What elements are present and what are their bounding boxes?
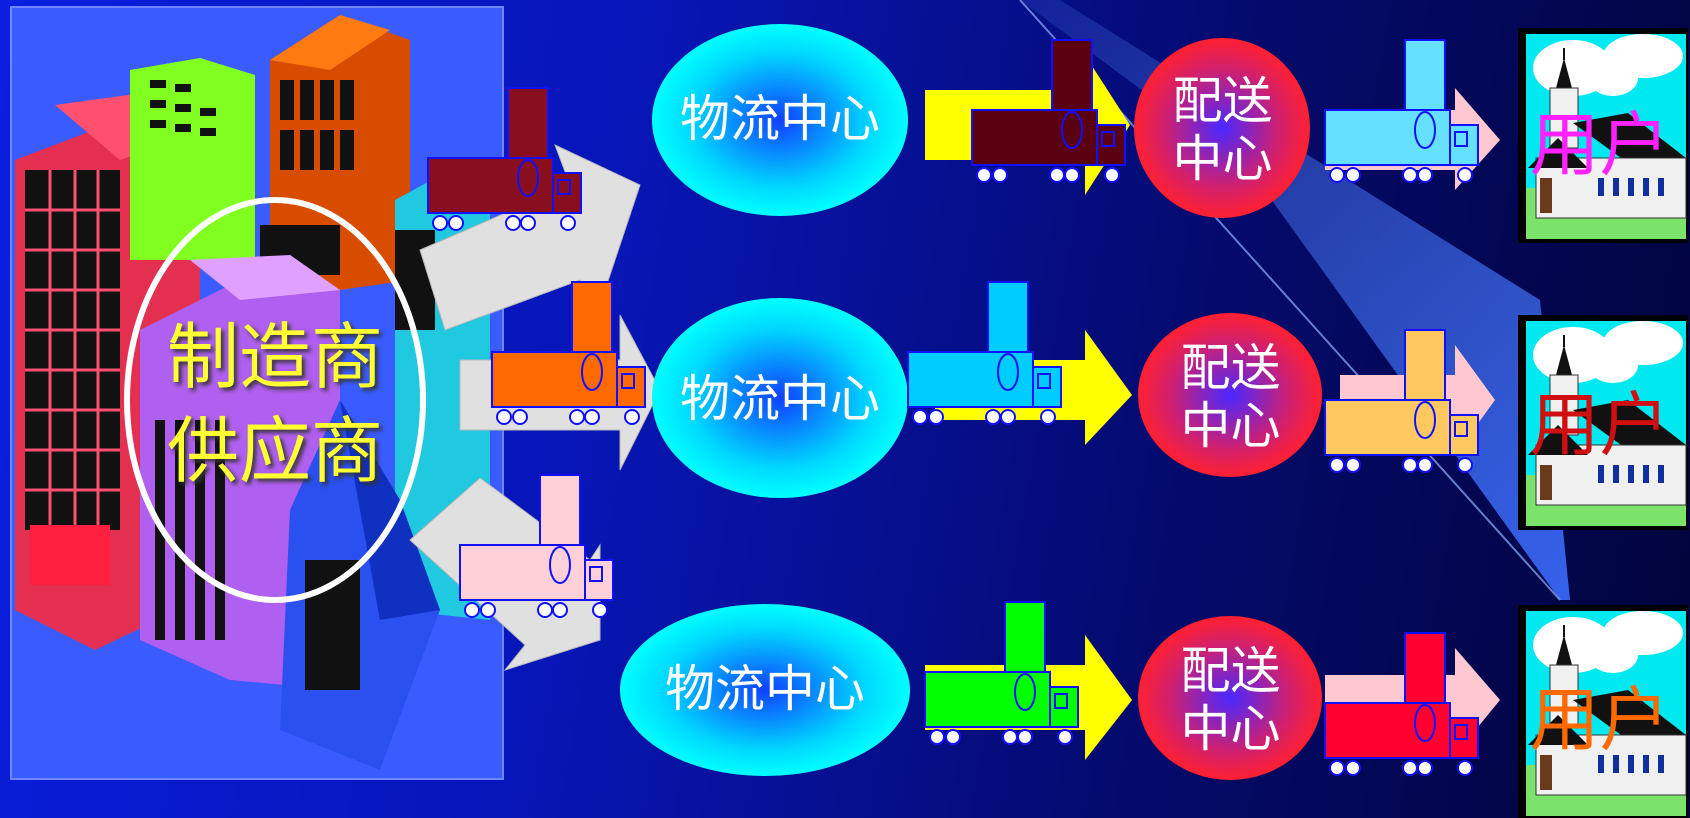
- truck-maroon-1-icon: [427, 87, 582, 231]
- truck-lightblue-icon: [1324, 39, 1479, 183]
- distribution-center-label-1: 配送 中心: [1172, 72, 1273, 188]
- distribution-center-label-2: 配送 中心: [1180, 339, 1281, 455]
- user-label-2: 用户: [1529, 383, 1670, 466]
- logistics-oval-1: [652, 24, 908, 216]
- distribution-circle-3: [1138, 616, 1322, 780]
- truck-gold-icon: [1324, 329, 1479, 473]
- user-label-3: 用户: [1529, 678, 1670, 761]
- logistics-center-label-3: 物流中心: [665, 660, 865, 719]
- distribution-center-label-3: 配送 中心: [1180, 642, 1281, 758]
- truck-cyan-1-icon: [907, 281, 1062, 425]
- manufacturer-supplier-label: 制造商 供应商: [135, 300, 415, 510]
- logistics-center-label-2: 物流中心: [680, 370, 880, 429]
- supplier-label: 供应商: [166, 409, 383, 493]
- user-label-1: 用户: [1529, 103, 1670, 186]
- logistics-oval-3: [620, 604, 910, 776]
- logistics-center-label-1: 物流中心: [680, 90, 880, 149]
- distribution-circle-2: [1138, 313, 1322, 477]
- truck-maroon-2-icon: [971, 39, 1126, 183]
- truck-red-icon: [1324, 632, 1479, 776]
- distribution-circle-1: [1134, 38, 1310, 218]
- truck-pink-icon: [459, 474, 614, 618]
- manufacturer-label: 制造商: [166, 315, 383, 400]
- logistics-oval-2: [652, 298, 908, 498]
- truck-orange-icon: [491, 281, 646, 425]
- truck-green-icon: [924, 601, 1079, 745]
